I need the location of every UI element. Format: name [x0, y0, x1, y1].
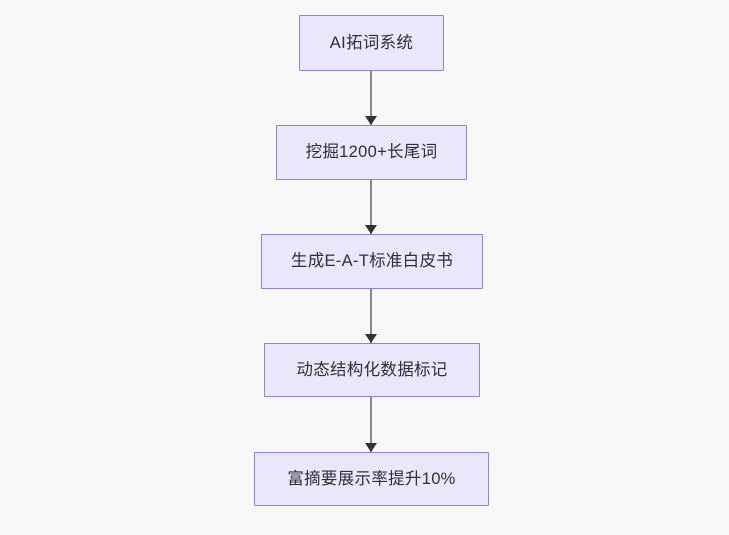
flow-node-rich-snippet-result[interactable]: 富摘要展示率提升10% [254, 452, 489, 506]
connector-line [370, 71, 372, 125]
arrowhead-icon [365, 334, 377, 343]
arrowhead-icon [365, 116, 377, 125]
flow-node-label: AI拓词系统 [329, 33, 414, 52]
flow-node-label: 挖掘1200+长尾词 [305, 143, 438, 162]
connector-line [370, 397, 372, 452]
arrowhead-icon [365, 225, 377, 234]
flow-node-structured-data-markup[interactable]: 动态结构化数据标记 [264, 343, 480, 397]
flow-node-label: 生成E-A-T标准白皮书 [290, 252, 454, 271]
arrowhead-icon [365, 443, 377, 452]
flow-node-longtail-keywords[interactable]: 挖掘1200+长尾词 [276, 125, 467, 180]
flow-node-label: 动态结构化数据标记 [296, 360, 448, 379]
flow-node-label: 富摘要展示率提升10% [287, 469, 456, 488]
connector-line [370, 289, 372, 343]
flow-node-ai-keyword-system[interactable]: AI拓词系统 [299, 15, 444, 71]
connector-line [370, 180, 372, 234]
flow-node-eat-whitepaper[interactable]: 生成E-A-T标准白皮书 [261, 234, 483, 289]
